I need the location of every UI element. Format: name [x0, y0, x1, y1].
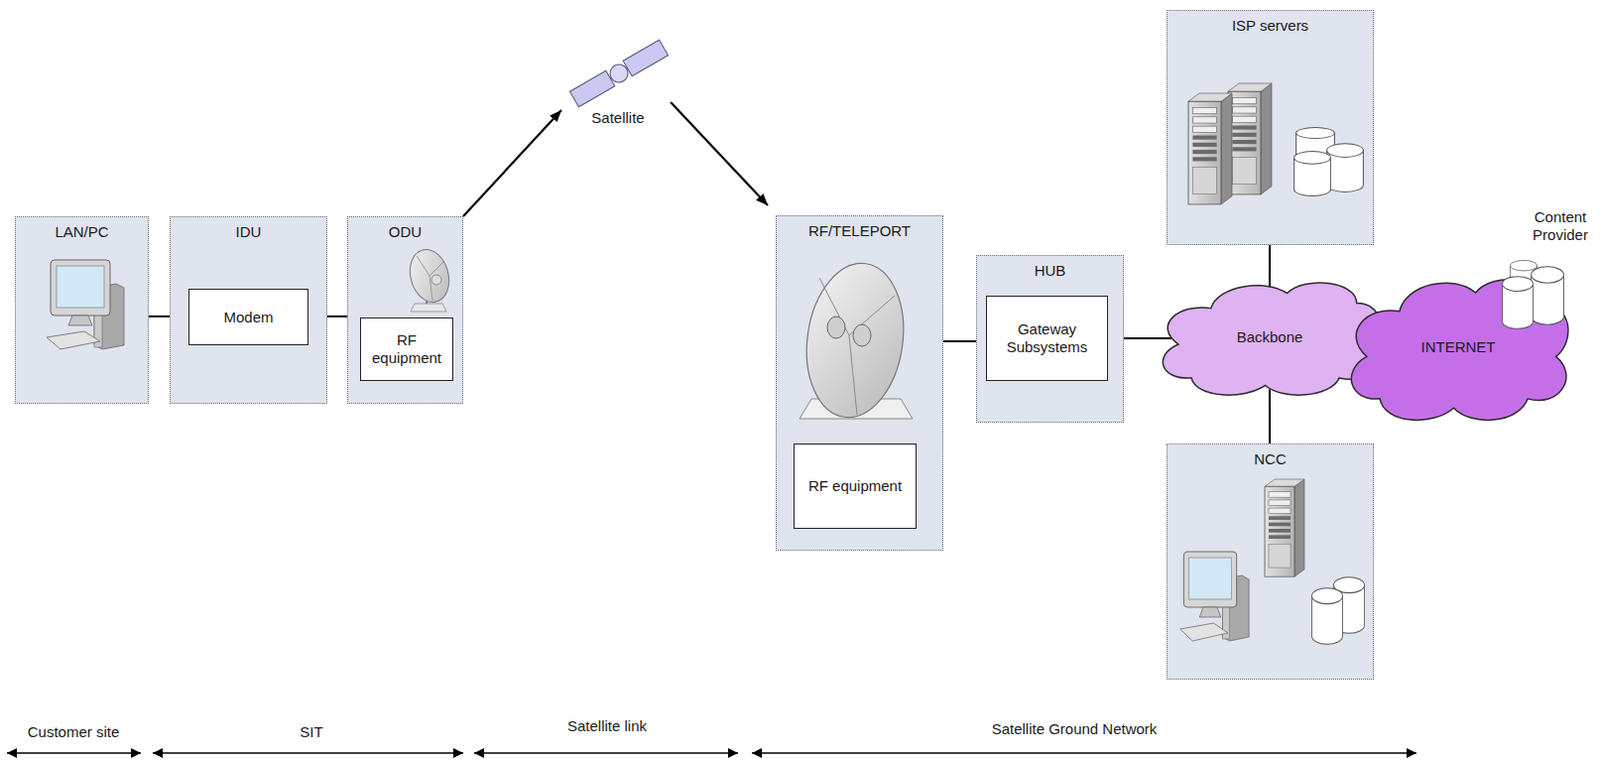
database-icon — [1294, 151, 1332, 197]
node-label: RF equipment — [368, 331, 446, 368]
dish-small — [404, 245, 456, 312]
group-title: HUB — [1034, 261, 1067, 280]
group-title: ISP servers — [1231, 16, 1309, 35]
group-panel: NCC — [1166, 443, 1374, 680]
group-panel: ODU RF equipment — [347, 216, 464, 404]
group-title: LAN/PC — [54, 223, 109, 242]
group-panel: LAN/PC — [14, 216, 149, 404]
node-label: Backbone — [1236, 328, 1304, 347]
node-label: RF equipment — [808, 477, 902, 495]
span-label-holder: Satellite Ground Network — [991, 720, 1158, 739]
database-icon — [1531, 266, 1565, 326]
database-icon — [1334, 577, 1365, 634]
cloud-shape — [1351, 279, 1569, 421]
span-label: Customer site — [27, 723, 121, 741]
group-title: NCC — [1253, 450, 1287, 469]
span-label-holder: Satellite link — [567, 717, 647, 736]
link-line — [1268, 245, 1271, 287]
callout-label-holder: Content Provider — [1524, 208, 1597, 245]
computer-icon — [1180, 551, 1249, 641]
node-label: Gateway Subsystems — [993, 320, 1101, 357]
callout-label: Content Provider — [1524, 208, 1597, 245]
process-box: RF equipment — [793, 443, 917, 529]
satellite-icon — [569, 39, 668, 108]
group-title: ODU — [388, 223, 422, 242]
database-icon — [1509, 259, 1537, 297]
satellite-node: Satellite — [551, 37, 685, 137]
node-label: INTERNET — [1421, 338, 1496, 357]
network-cloud: INTERNET — [1345, 270, 1572, 424]
network-cloud: Backbone — [1156, 275, 1383, 398]
computer-icon — [46, 259, 124, 350]
span-label: SIT — [299, 723, 323, 741]
link-arrow — [670, 102, 768, 206]
server-icon — [1188, 93, 1232, 205]
span-label: Satellite link — [567, 717, 647, 736]
database-icon — [1327, 143, 1364, 193]
link-line — [1123, 337, 1172, 340]
dish-large — [797, 256, 914, 424]
node-label: Satellite — [591, 109, 644, 127]
group-panel: HUB Gateway Subsystems — [976, 254, 1124, 423]
group-panel: ISP servers — [1166, 9, 1374, 246]
node-label: Modem — [223, 308, 273, 327]
database-icon — [1312, 588, 1344, 645]
link-line — [1268, 388, 1271, 444]
database-icon — [1502, 276, 1534, 330]
group-panel: IDU Modem — [169, 216, 328, 404]
link-line — [148, 315, 170, 318]
span-bracket — [6, 751, 1417, 754]
database-icon — [1296, 127, 1336, 167]
group-title: RF/TELEPORT — [808, 222, 911, 241]
group-title: IDU — [236, 223, 262, 242]
cloud-shape — [1162, 282, 1380, 395]
server-icon — [1264, 479, 1305, 577]
link-line — [327, 315, 348, 318]
process-box: Gateway Subsystems — [985, 295, 1108, 381]
group-panel: RF/TELEPORT RF equipment — [775, 215, 944, 551]
process-box: RF equipment — [360, 317, 454, 381]
link-arrow — [463, 110, 562, 217]
span-label: Satellite Ground Network — [991, 720, 1158, 739]
process-box: Modem — [188, 288, 309, 346]
span-label-holder: SIT — [299, 723, 323, 741]
link-line — [943, 340, 977, 343]
server-icon — [1228, 83, 1272, 195]
span-label-holder: Customer site — [27, 723, 121, 741]
